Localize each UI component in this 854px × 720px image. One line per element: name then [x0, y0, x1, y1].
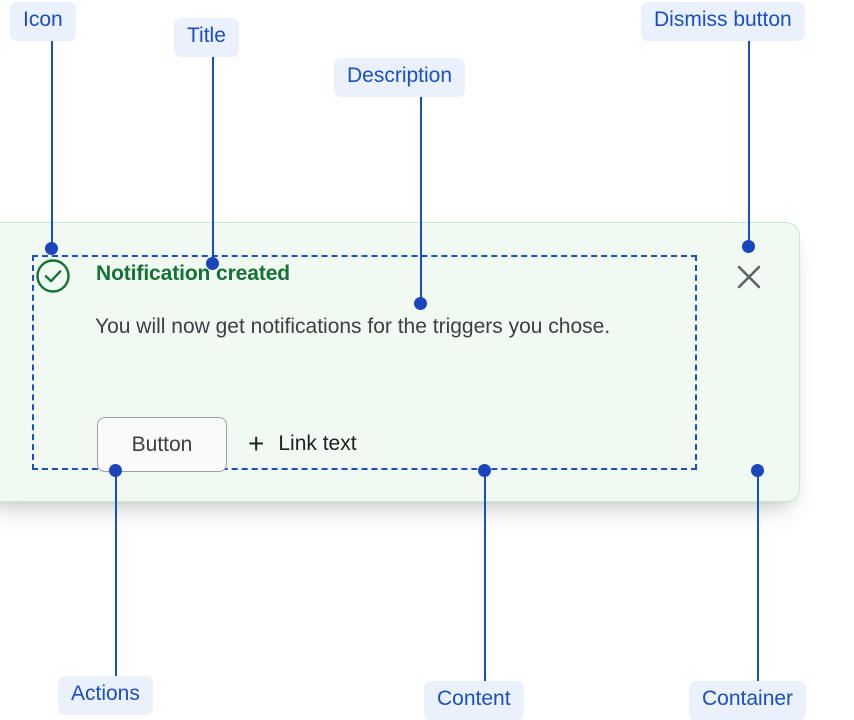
annotation-label-container: Container — [689, 681, 807, 720]
leader-dot-title — [206, 257, 219, 270]
dismiss-button[interactable] — [734, 262, 764, 292]
annotation-label-content: Content — [424, 681, 524, 720]
check-circle-icon — [35, 258, 71, 294]
content-region-outline — [32, 255, 697, 470]
leader-line-content — [484, 470, 486, 681]
link-action[interactable]: + Link text — [248, 430, 357, 458]
action-button[interactable]: Button — [97, 417, 227, 472]
notification-title: Notification created — [96, 262, 291, 285]
leader-line-title — [212, 57, 214, 264]
leader-line-dismiss — [748, 41, 750, 246]
leader-dot-content — [478, 464, 491, 477]
annotation-label-description: Description — [334, 58, 466, 97]
notification-description: You will now get notifications for the t… — [95, 315, 611, 338]
annotation-label-dismiss: Dismiss button — [641, 2, 805, 41]
leader-dot-description — [414, 297, 427, 310]
annotation-label-icon: Icon — [10, 2, 76, 41]
leader-dot-actions — [109, 464, 122, 477]
annotation-label-title: Title — [174, 18, 239, 57]
annotation-label-actions: Actions — [58, 676, 153, 715]
leader-dot-icon — [45, 242, 58, 255]
leader-line-description — [420, 97, 422, 304]
leader-line-container — [757, 470, 759, 681]
leader-dot-container — [751, 464, 764, 477]
plus-icon: + — [248, 428, 265, 459]
leader-line-actions — [115, 470, 117, 676]
link-action-label: Link text — [278, 432, 357, 455]
leader-line-icon — [51, 41, 53, 248]
leader-dot-dismiss — [742, 240, 755, 253]
